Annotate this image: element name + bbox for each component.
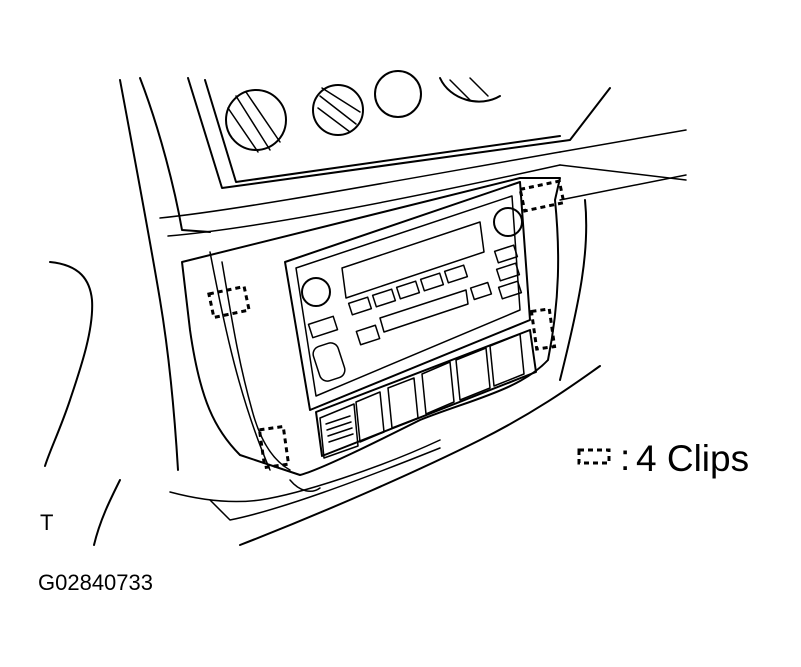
figure-code: G02840733 bbox=[38, 570, 153, 595]
hvac-knob-right bbox=[374, 70, 422, 118]
side-mark: T bbox=[40, 510, 54, 535]
center-cluster-bezel bbox=[181, 177, 561, 476]
clip-marker-left bbox=[207, 284, 251, 320]
legend-label: 4 Clips bbox=[636, 438, 750, 479]
upper-dash-outline bbox=[119, 77, 687, 471]
hvac-knob-left bbox=[225, 89, 287, 153]
clip-marker-icon bbox=[577, 448, 611, 465]
clip-marker-top-right bbox=[518, 179, 566, 213]
hvac-knob-far-right bbox=[439, 77, 501, 103]
clip-marker-right bbox=[529, 307, 557, 351]
legend-separator: : bbox=[620, 437, 631, 478]
clip-marker-bottom-left bbox=[257, 424, 291, 470]
audio-head-unit bbox=[284, 181, 531, 411]
lower-console-outline bbox=[44, 199, 601, 546]
hvac-knob-center bbox=[312, 84, 364, 136]
lower-switch-row bbox=[315, 329, 537, 459]
